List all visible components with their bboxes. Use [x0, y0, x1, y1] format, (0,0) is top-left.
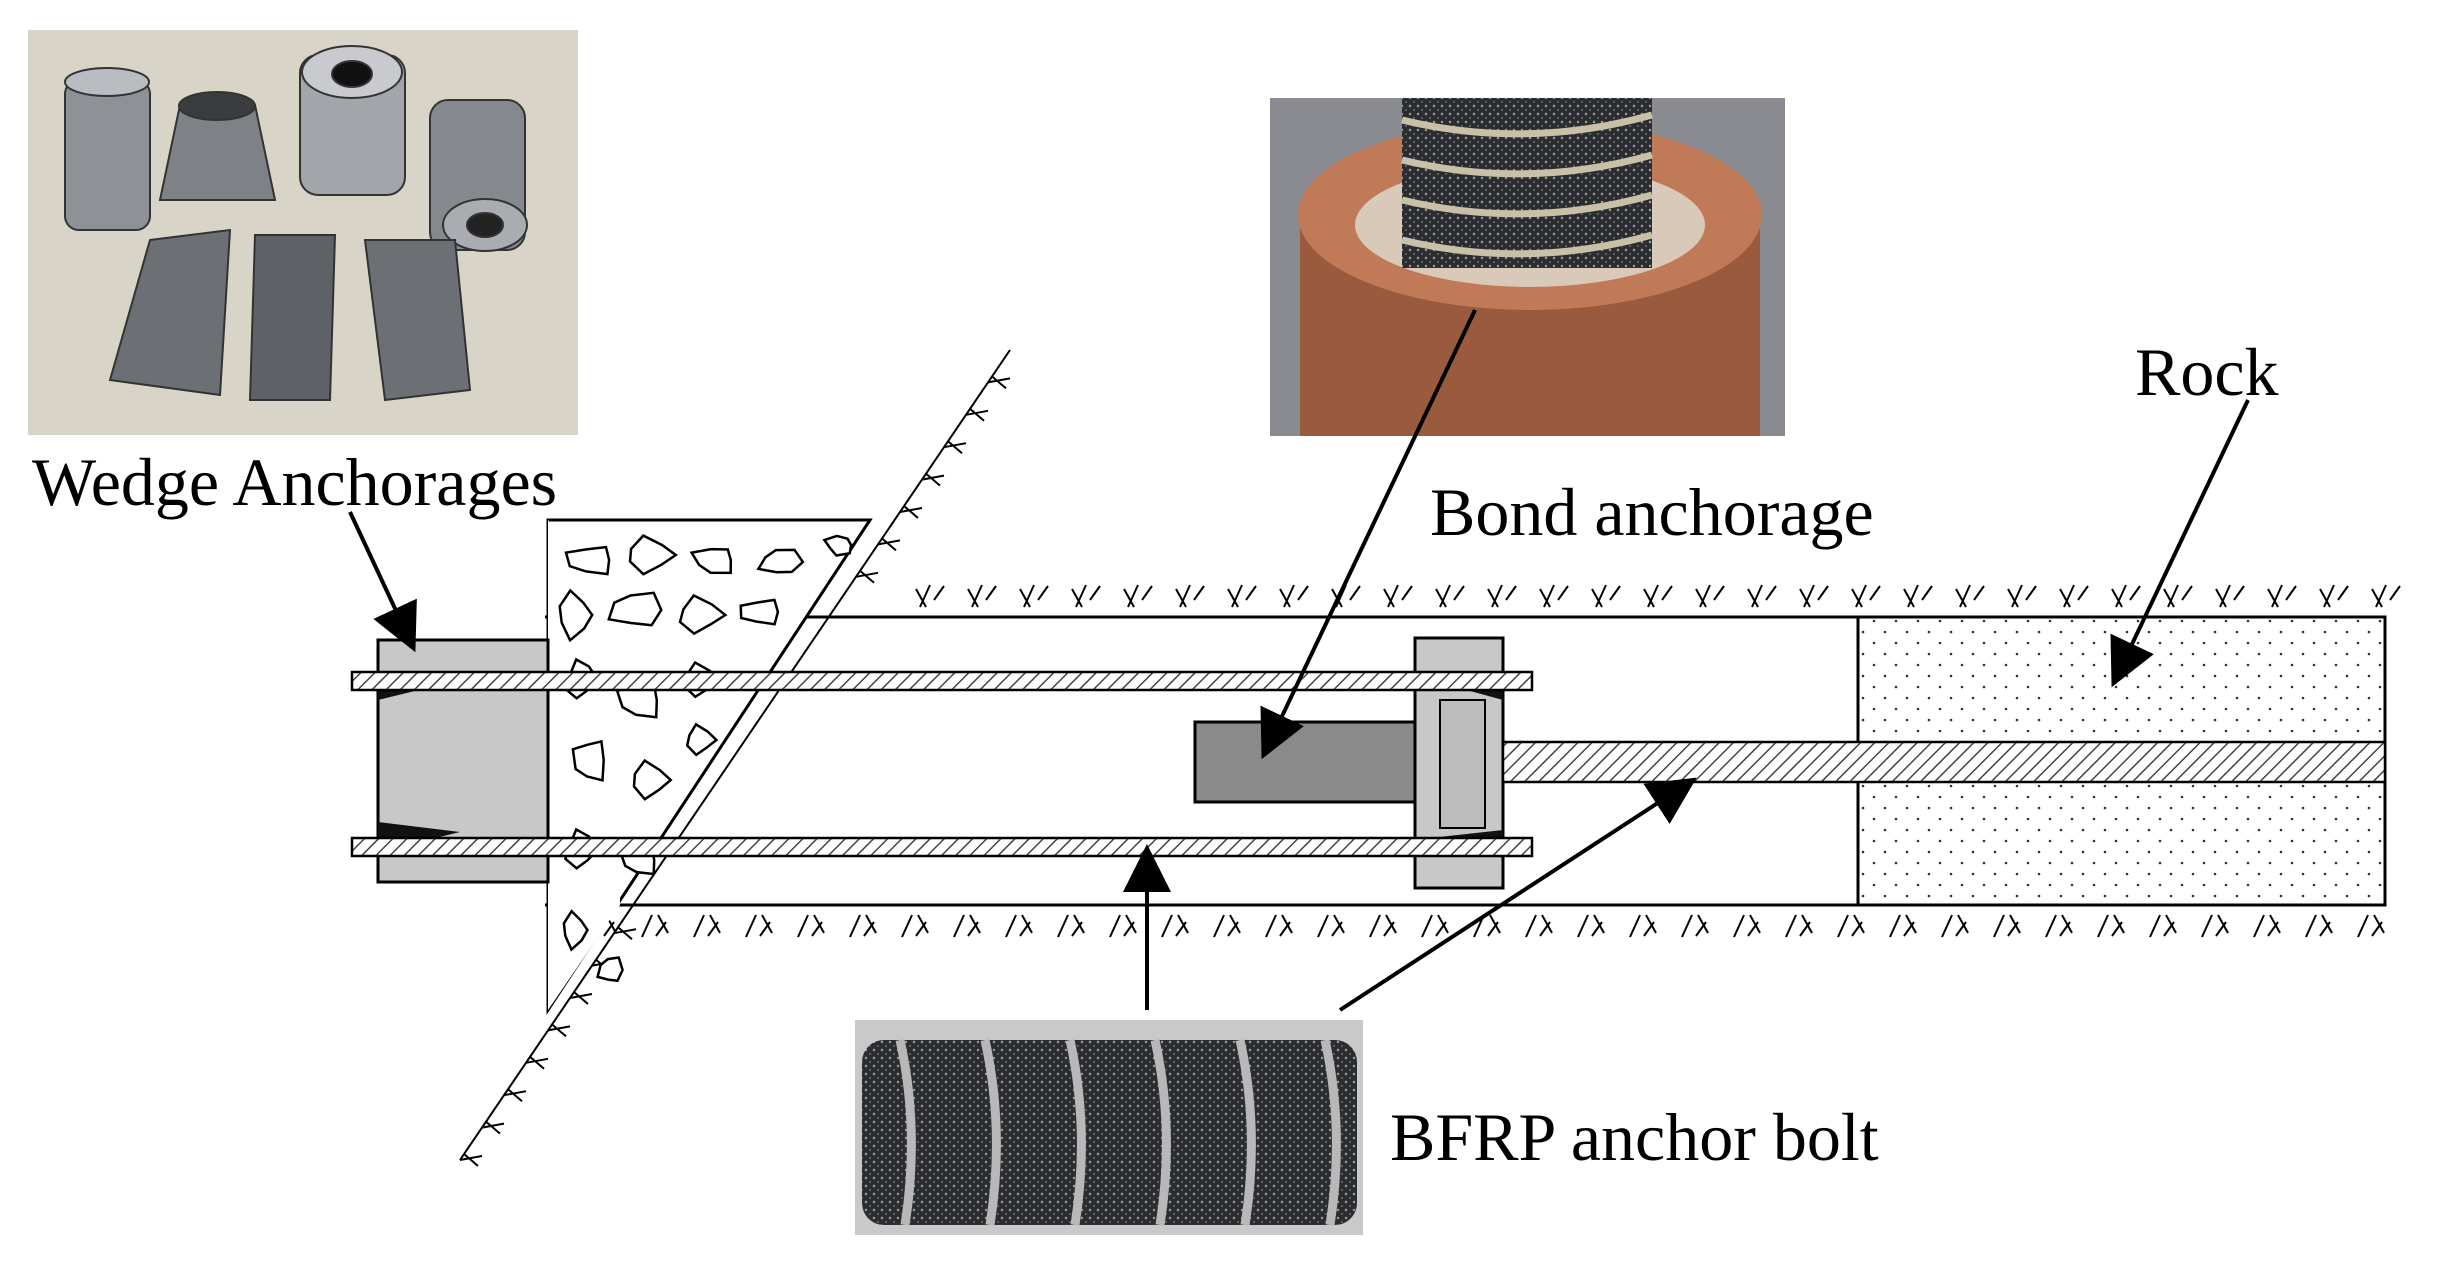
arrow-bolt-diag	[1338, 777, 1697, 1012]
label-bond-anchorage: Bond anchorage	[1430, 474, 1874, 550]
concrete-block	[546, 518, 873, 1016]
leader-arrows	[348, 309, 2250, 1012]
arrow-wedge	[348, 511, 417, 653]
label-rock: Rock	[2135, 334, 2279, 410]
wedge-anchorages-photo	[28, 30, 578, 435]
arrow-rock	[2110, 399, 2250, 688]
bond-anchorage-block	[1193, 720, 1417, 804]
label-bfrp-anchor-bolt: BFRP anchor bolt	[1390, 1099, 1879, 1175]
arrow-bond	[1260, 309, 1477, 760]
label-wedge-anchorages: Wedge Anchorages	[32, 444, 557, 520]
bond-anchorage-photo	[1270, 98, 1785, 436]
rock-ground-hatching	[589, 584, 2401, 938]
upper-rod	[350, 670, 1534, 692]
bfrp-bolt-photo	[855, 1020, 1363, 1235]
lower-rod	[350, 836, 1534, 858]
bfrp-bolt	[1501, 740, 2387, 784]
slope-hatching	[459, 375, 1011, 1167]
